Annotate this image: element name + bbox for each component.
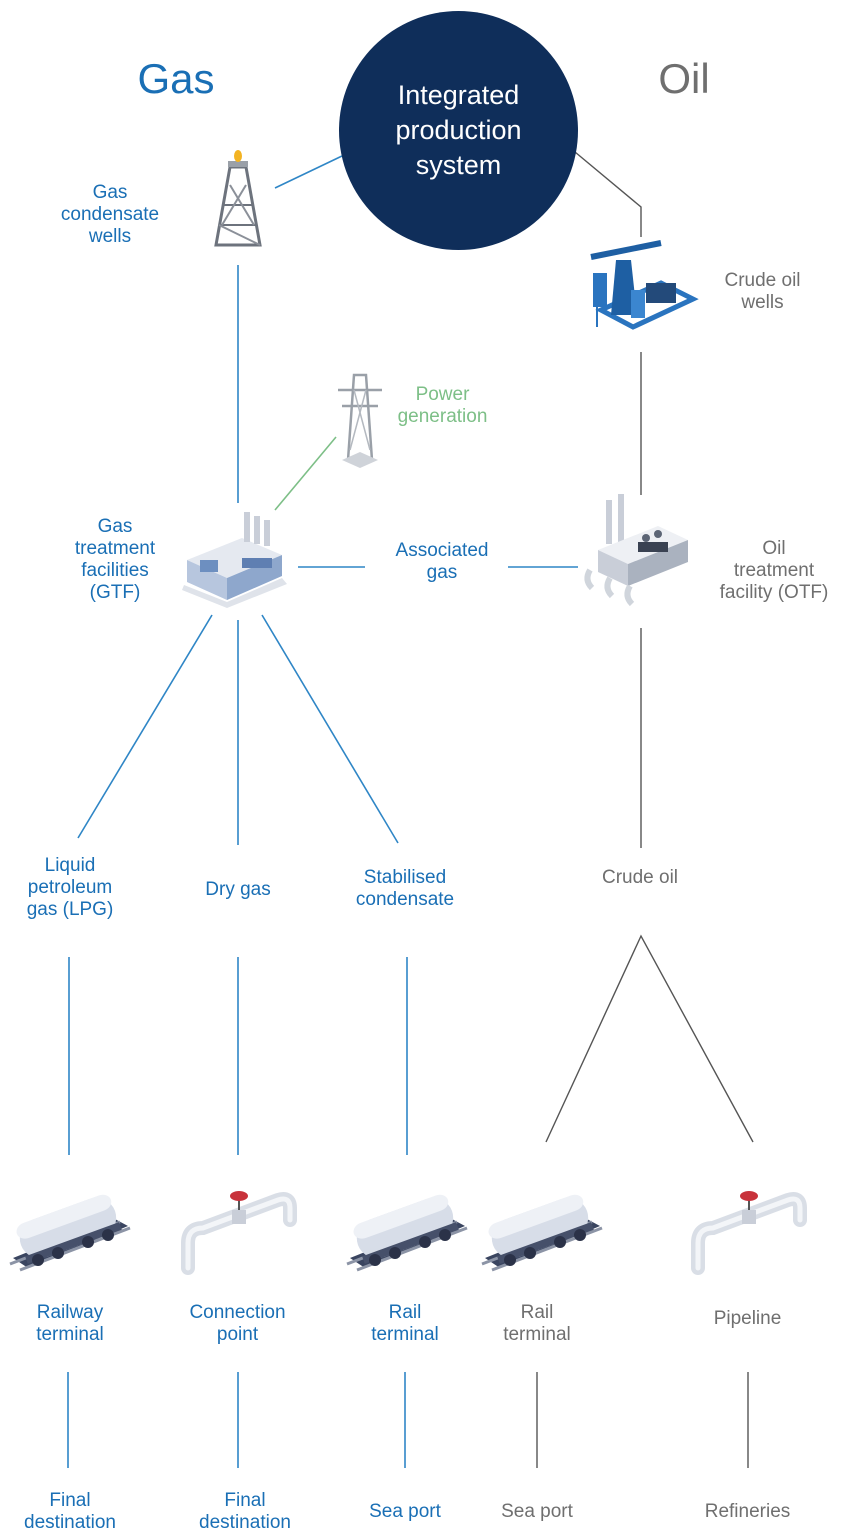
gtf-label: Gas treatment facilities (GTF) (74, 516, 156, 603)
rail-tank-car-icon (345, 1190, 469, 1272)
refineries-label: Refineries (704, 1501, 791, 1522)
oil-header: Oil (658, 55, 710, 102)
final-destination-label-2: Final destination (199, 1490, 291, 1533)
gas-connectors (67, 155, 578, 1468)
lpg-label: Liquid petroleum gas (LPG) (26, 855, 114, 920)
rail-terminal-oil-label: Rail terminal (503, 1302, 571, 1345)
power-generation-label: Power generation (397, 384, 488, 427)
rail-tank-car-icon (480, 1190, 604, 1272)
power-pylon-icon (338, 373, 382, 468)
associated-gas-label: Associated gas (395, 540, 489, 583)
rail-tank-car-icon (8, 1190, 132, 1272)
final-destination-label-1: Final destination (24, 1490, 116, 1533)
pipeline-label: Pipeline (713, 1308, 782, 1329)
dry-gas-label: Dry gas (205, 879, 271, 900)
connection-point-label: Connection point (189, 1302, 286, 1345)
oil-connectors (536, 151, 754, 1468)
derrick-icon (214, 150, 262, 247)
line-crude-split (545, 934, 754, 1143)
line-hub-oilwell (574, 151, 642, 237)
line-gtf-lpg (77, 614, 213, 839)
line-gtf-power (274, 436, 337, 511)
crude-oil-label: Crude oil (601, 867, 679, 888)
pumpjack-icon (590, 240, 699, 330)
oil-facility-icon (584, 494, 688, 607)
gas-condensate-wells-label: Gas condensate wells (60, 182, 160, 247)
sea-port-gas-label: Sea port (369, 1501, 441, 1522)
pipeline-valve-icon (188, 1191, 290, 1268)
sea-port-oil-label: Sea port (501, 1501, 573, 1522)
pipeline-valve-icon (698, 1191, 800, 1268)
integrated-production-hub: Integrated production system (339, 11, 578, 250)
stabilised-condensate-label: Stabilised condensate (355, 867, 455, 910)
gas-header: Gas (137, 55, 215, 102)
line-hub-gaswell (274, 155, 343, 189)
factory-icon (182, 512, 287, 608)
railway-terminal-label: Railway terminal (36, 1302, 104, 1345)
line-gtf-condensate (261, 614, 399, 844)
crude-oil-wells-label: Crude oil wells (724, 270, 801, 313)
rail-terminal-gas-label: Rail terminal (371, 1302, 439, 1345)
hub-label: Integrated production system (395, 80, 522, 180)
otf-label: Oil treatment facility (OTF) (719, 538, 829, 603)
